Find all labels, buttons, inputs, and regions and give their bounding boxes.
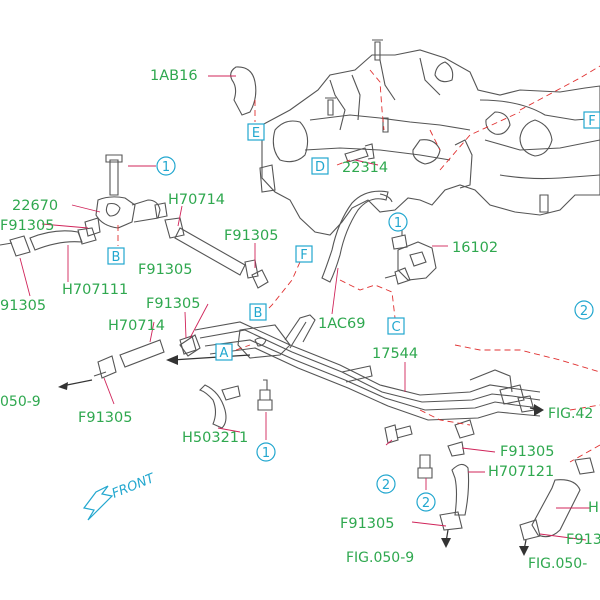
front-indicator: FRONT [82, 471, 158, 521]
label-f91305-mid: F91305 [138, 262, 192, 278]
bolt-22314 [344, 143, 375, 163]
bolt-lower [257, 379, 273, 411]
label-17544: 17544 [372, 346, 418, 362]
part-labels: 1AB16 22670 H70714 F91305 F91305 91305 F… [0, 68, 600, 548]
label-f91305-lower: F91305 [78, 410, 132, 426]
hose-h70714-lower [93, 335, 197, 379]
callout-circle-2-lower-b: 2 [416, 492, 436, 512]
label-h707111: H707111 [62, 282, 128, 298]
circle-callouts: 1 1 1 2 2 2 [156, 156, 594, 512]
label-h-truncated: H [588, 500, 599, 516]
svg-text:B: B [112, 250, 121, 265]
svg-text:2: 2 [382, 478, 390, 493]
callout-circle-2-lower-a: 2 [376, 474, 396, 494]
svg-text:2: 2 [422, 496, 430, 511]
svg-text:C: C [391, 320, 400, 335]
callout-box-d: D [311, 157, 329, 175]
sensor-22670 [95, 154, 168, 229]
label-f91305-top: F91305 [224, 228, 278, 244]
hose-h503211 [198, 384, 241, 429]
callout-box-e: E [247, 123, 265, 141]
svg-text:F: F [588, 114, 595, 129]
front-label: FRONT [110, 471, 158, 502]
hose-1ab16 [230, 66, 257, 116]
label-f913-bottom-right: F913 [566, 532, 600, 548]
label-22670: 22670 [12, 198, 58, 214]
pipe-assembly-17544 [179, 314, 541, 439]
label-f91305-right: F91305 [500, 444, 554, 460]
valve-16102 [384, 229, 437, 285]
label-h707121: H707121 [488, 464, 554, 480]
fig-ref-42: FIG.42 [548, 406, 593, 422]
svg-text:B: B [254, 306, 263, 321]
label-91305-left-bottom: 91305 [0, 298, 46, 314]
callout-box-f-middle: F [295, 245, 313, 263]
svg-text:F: F [300, 248, 307, 263]
hose-1ac69 [321, 190, 393, 283]
label-1ac69: 1AC69 [318, 316, 365, 332]
callout-circle-1-bottom: 1 [256, 442, 276, 462]
label-f91305-left: F91305 [0, 218, 54, 234]
dashed-callouts [117, 65, 600, 463]
hose-h707111 [0, 217, 101, 257]
label-f91305-bottom: F91305 [340, 516, 394, 532]
callout-circle-1-top: 1 [156, 156, 176, 176]
leader-lines [19, 75, 590, 541]
label-h503211: H503211 [182, 430, 248, 446]
callout-box-f-right: F [583, 111, 600, 129]
svg-text:1: 1 [394, 216, 402, 231]
hose-h707121 [439, 441, 470, 531]
svg-text:A: A [220, 346, 229, 361]
bolts-lower-right [384, 424, 433, 479]
callout-box-a: A [215, 343, 233, 361]
hose-h70714-upper [164, 217, 269, 289]
label-f91305-bracket: F91305 [146, 296, 200, 312]
intake-manifold [259, 39, 600, 236]
label-22314: 22314 [342, 160, 388, 176]
label-16102: 16102 [452, 240, 498, 256]
fig-ref-050-left: 050-9 [0, 394, 41, 410]
label-h70714-upper: H70714 [168, 192, 225, 208]
callout-box-b-upper: B [107, 247, 125, 265]
label-h70714-lower: H70714 [108, 318, 165, 334]
hose-right-lower [519, 457, 595, 541]
letter-callouts: E D B F B A C F [107, 111, 600, 361]
svg-text:2: 2 [580, 304, 588, 319]
arrows [58, 354, 544, 556]
callout-box-c: C [387, 317, 405, 335]
svg-text:D: D [315, 160, 325, 175]
callout-box-b-lower: B [249, 303, 267, 321]
svg-text:1: 1 [162, 160, 170, 175]
callout-circle-2-right-edge: 2 [574, 300, 594, 320]
callout-circle-1-right: 1 [388, 212, 408, 232]
svg-text:1: 1 [262, 446, 270, 461]
figure-references: 050-9 FIG.050-9 FIG.050- FIG.42 [0, 394, 593, 572]
label-1ab16: 1AB16 [150, 68, 198, 84]
svg-text:E: E [252, 126, 260, 141]
fig-ref-050-bottom-right: FIG.050- [528, 556, 587, 572]
fig-ref-050-bottom: FIG.050-9 [346, 550, 414, 566]
